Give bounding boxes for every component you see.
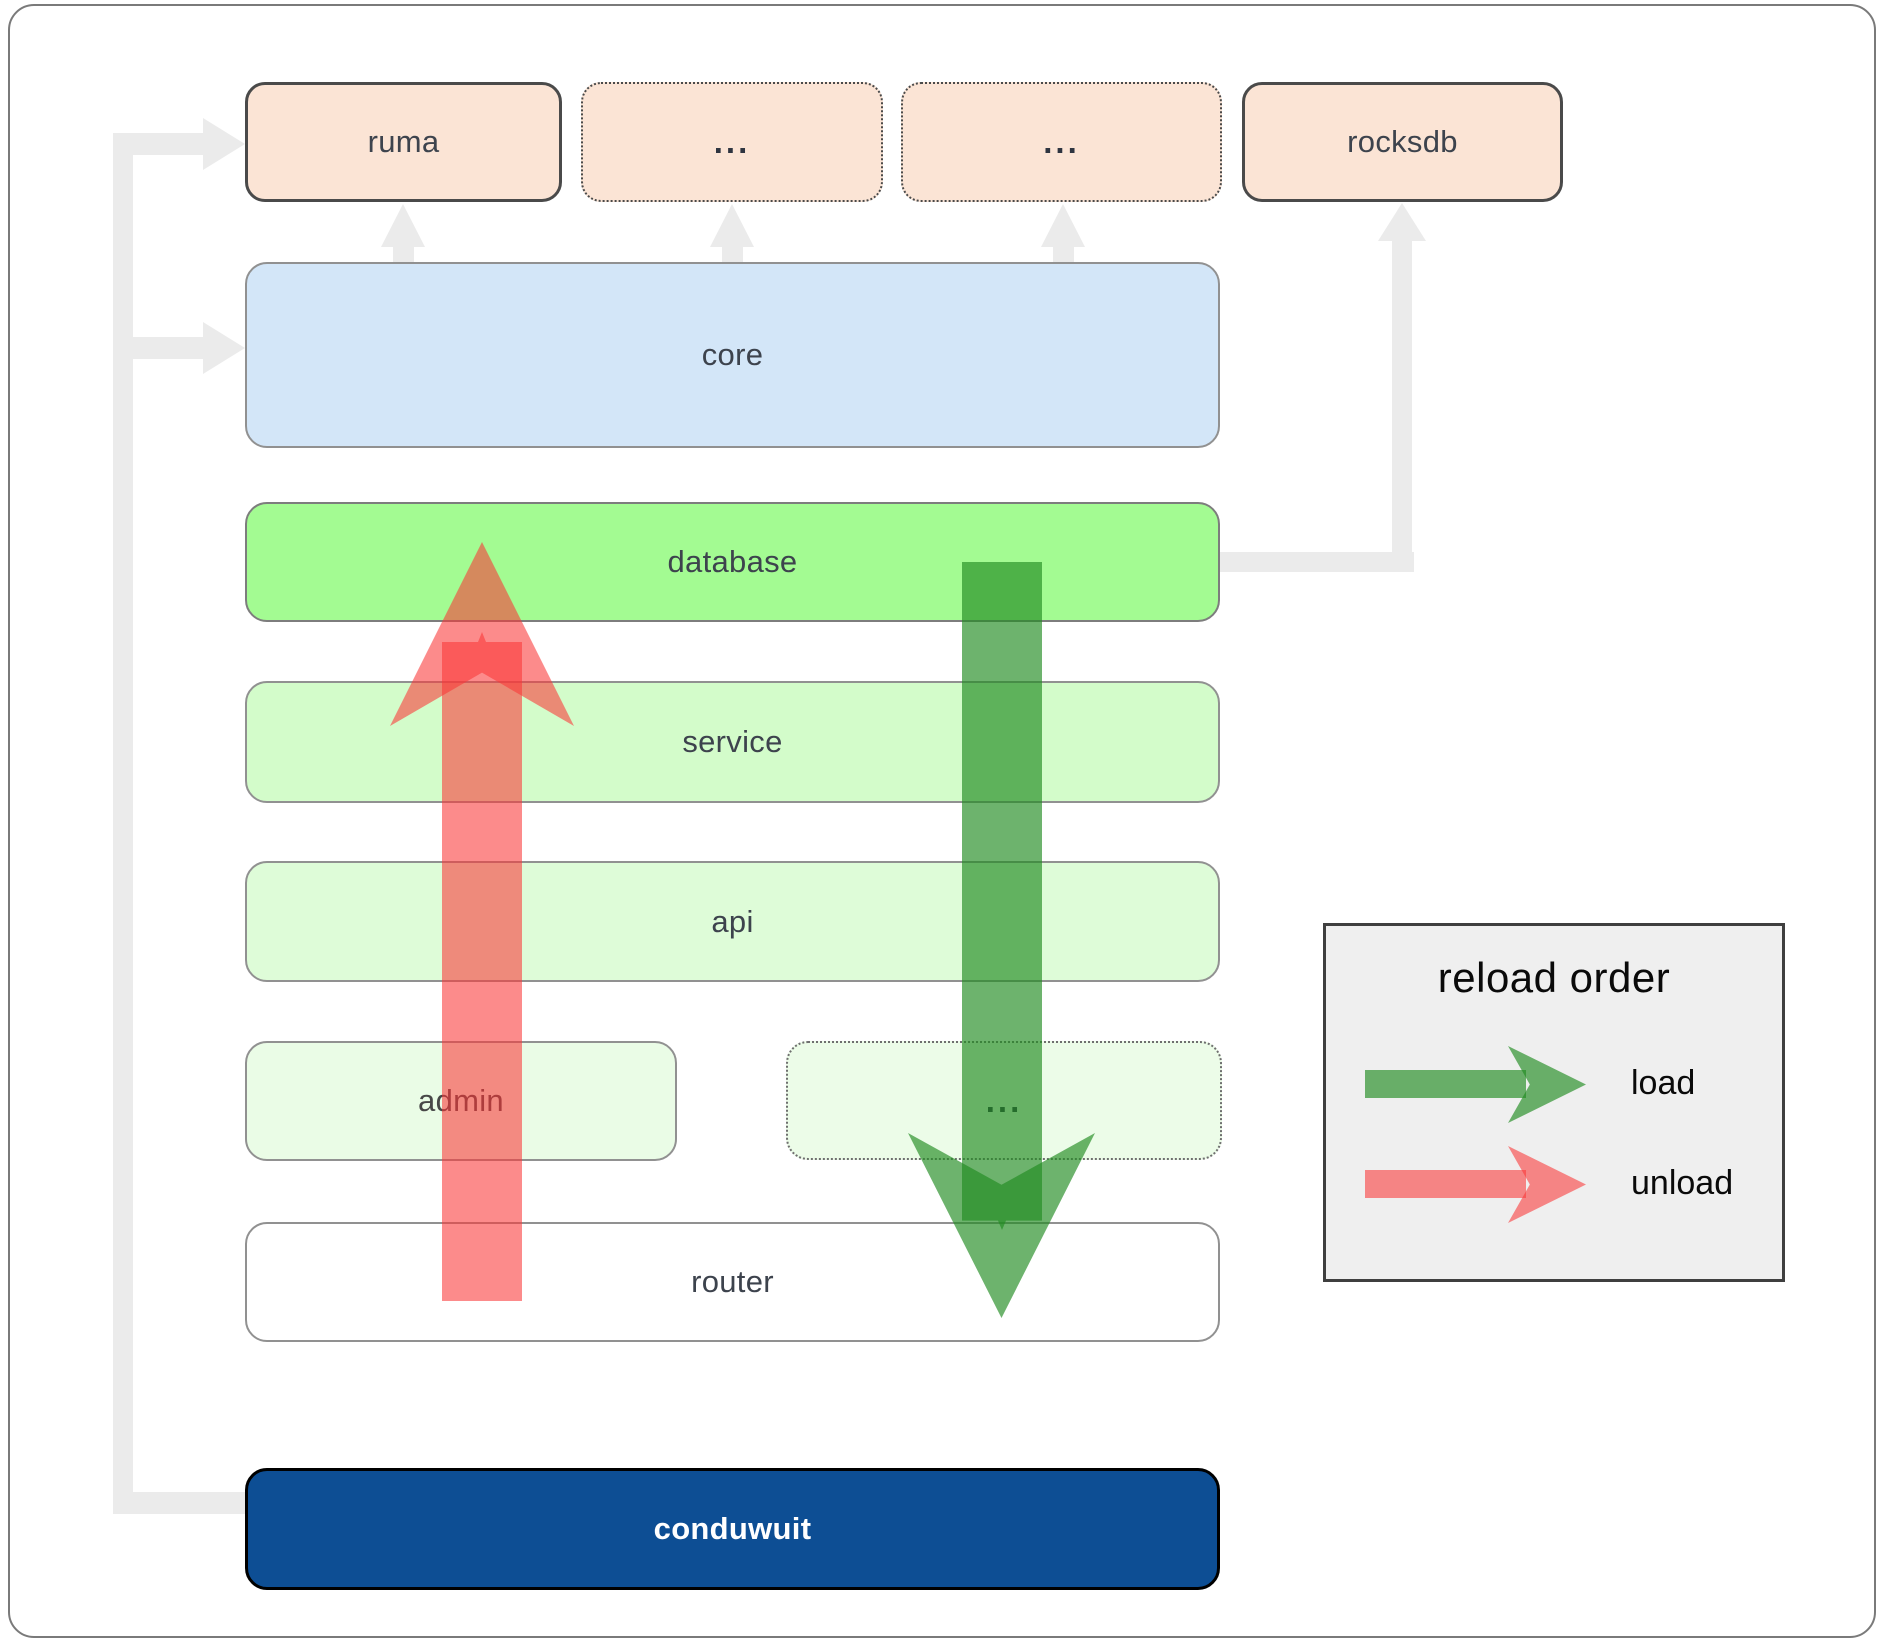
diagram-outer-frame	[8, 4, 1876, 1638]
core-to-ellipsis1-shaft	[722, 245, 743, 263]
node-ellipsis-2: ...	[901, 82, 1222, 202]
legend-load-label: load	[1631, 1064, 1696, 1102]
connector-core-arm	[113, 337, 205, 359]
legend-title: reload order	[1437, 954, 1671, 1001]
connector-left-vertical-line	[113, 133, 133, 1514]
node-rocksdb-label: rocksdb	[1347, 124, 1458, 159]
database-to-rocksdb-vertical-line	[1392, 240, 1412, 572]
node-ellipsis-1: ...	[581, 82, 883, 202]
node-api-label: api	[711, 903, 754, 939]
legend-unload-label: unload	[1631, 1164, 1734, 1202]
node-ruma-label: ruma	[367, 124, 440, 159]
connector-conduwuit-arm	[113, 1492, 247, 1514]
legend-load-arrow-shaft	[1365, 1070, 1526, 1098]
node-ellipsis-1-label: ...	[713, 123, 751, 160]
connector-ruma-arm	[113, 133, 205, 155]
legend-unload-arrow-shaft	[1365, 1170, 1526, 1198]
node-database-label: database	[667, 544, 798, 579]
node-rocksdb: rocksdb	[1242, 82, 1563, 202]
legend-box: reload order load unload	[1323, 923, 1785, 1282]
core-to-ellipsis2-shaft	[1053, 245, 1074, 263]
node-service: service	[245, 681, 1220, 803]
node-router-label: router	[691, 1264, 774, 1299]
node-conduwuit-label: conduwuit	[653, 1511, 812, 1546]
core-to-ruma-shaft	[393, 245, 414, 263]
node-ruma: ruma	[245, 82, 562, 202]
node-database: database	[245, 502, 1220, 622]
node-router: router	[245, 1222, 1220, 1342]
node-ellipsis-2-label: ...	[1043, 123, 1080, 160]
node-service-label: service	[682, 724, 783, 759]
unload-arrow-shaft	[442, 632, 522, 1301]
node-conduwuit: conduwuit	[245, 1468, 1220, 1590]
database-to-rocksdb-horizontal-arm	[1218, 552, 1414, 572]
node-core: core	[245, 262, 1220, 448]
node-api: api	[245, 861, 1220, 982]
node-core-label: core	[701, 337, 764, 372]
load-arrow-shaft	[962, 562, 1042, 1230]
